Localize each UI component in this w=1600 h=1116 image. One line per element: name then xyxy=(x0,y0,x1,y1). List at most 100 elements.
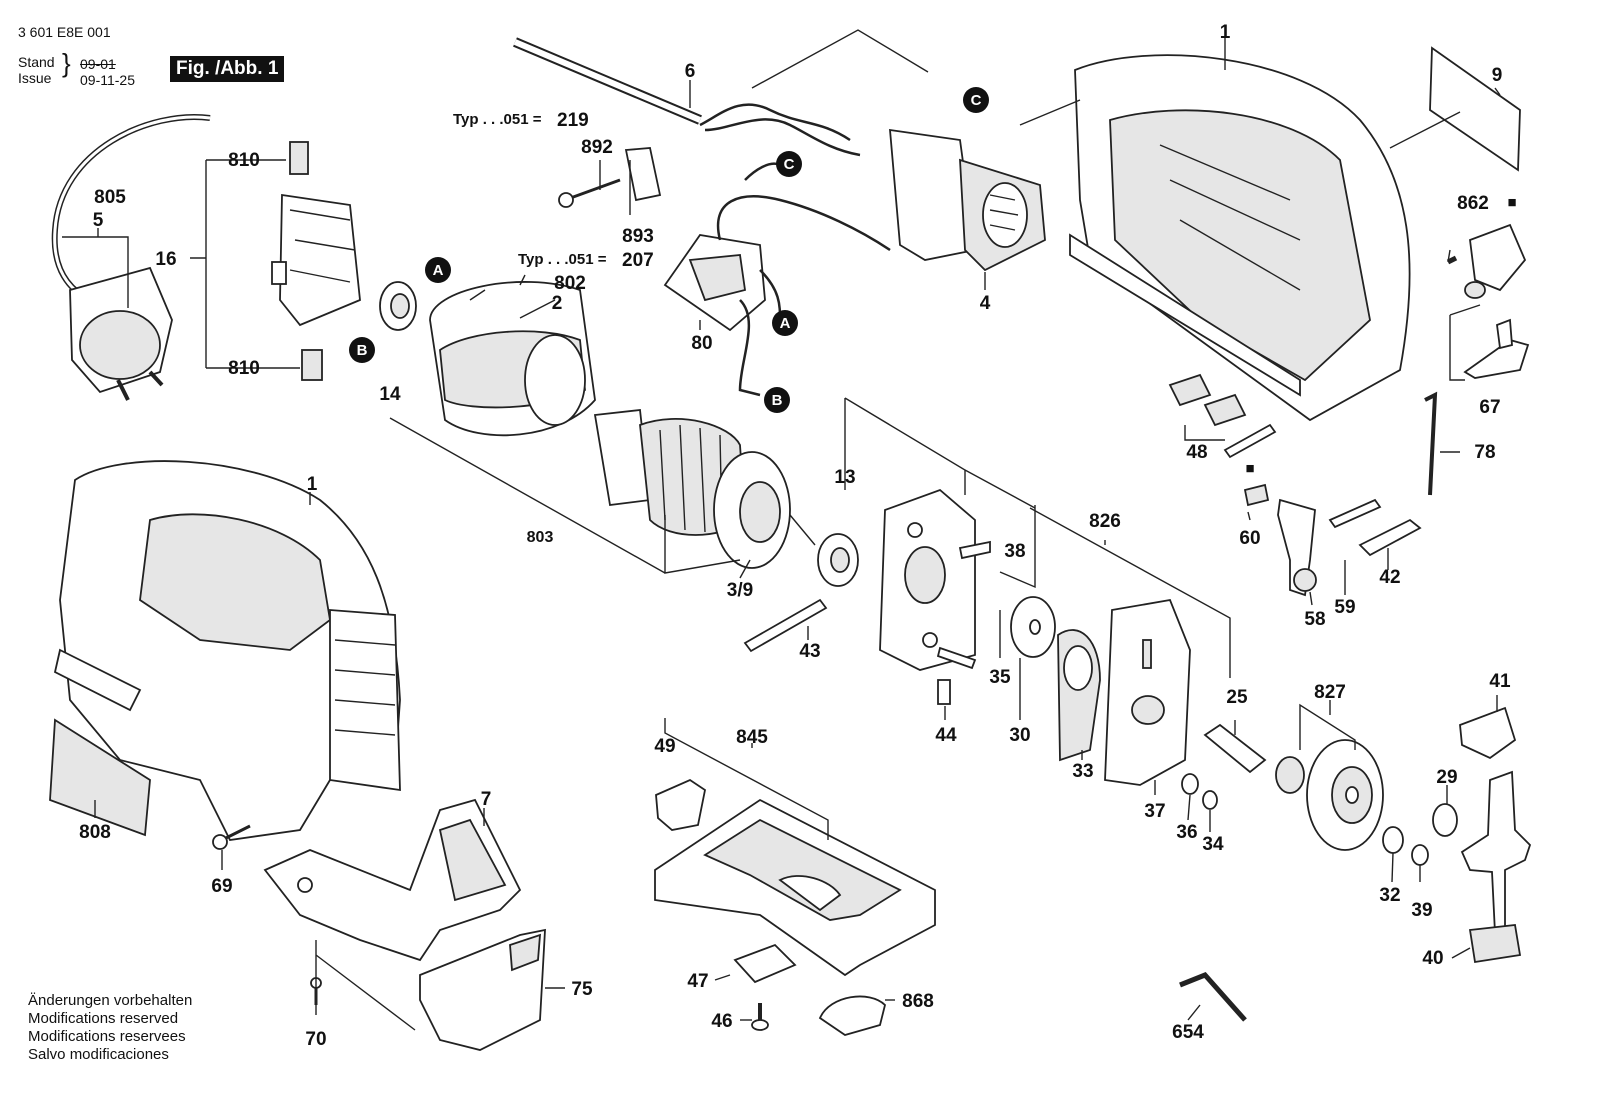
connector-marker-a: A xyxy=(772,310,798,336)
svg-text:C: C xyxy=(784,156,795,173)
part-label: 36 xyxy=(1176,822,1197,843)
part-label: 58 xyxy=(1304,609,1325,630)
pin-44-drawing xyxy=(937,679,951,705)
square-note-symbol: ■ xyxy=(1507,194,1516,211)
shaft-25-drawing xyxy=(1203,723,1267,774)
cable-6-drawing xyxy=(513,37,861,157)
svg-text:B: B xyxy=(357,342,368,359)
bearing-14-drawing xyxy=(379,281,417,331)
pads-48-drawing xyxy=(1168,373,1277,459)
part-label: 826 xyxy=(1089,511,1121,532)
washer-36-drawing xyxy=(1181,773,1199,795)
part-label: 4 xyxy=(980,293,991,314)
clamp-868-drawing xyxy=(818,995,886,1036)
housing-assembly-drawing xyxy=(49,460,401,841)
svg-text:A: A xyxy=(433,262,444,279)
part-label: 7 xyxy=(481,789,492,810)
part-label: 41 xyxy=(1489,671,1511,692)
part-label: 67 xyxy=(1479,397,1500,418)
pin-43-drawing xyxy=(743,598,828,653)
wire-spring-drawing xyxy=(1424,391,1438,496)
bearing-13-drawing xyxy=(817,533,859,587)
part-label: 802 xyxy=(554,273,586,294)
figure-label: Fig. /Abb. 1 xyxy=(170,56,285,82)
footer-note-de: Änderungen vorbehalten xyxy=(28,992,193,1009)
stand-label: Stand xyxy=(18,54,55,70)
support-roller-drawing xyxy=(1243,483,1422,597)
part-label: 1 xyxy=(307,474,318,495)
part-41-drawing xyxy=(1459,706,1517,760)
circlip-34-drawing xyxy=(1202,790,1218,810)
leader-lines xyxy=(62,29,1501,1031)
part-label: 40 xyxy=(1422,948,1443,969)
lever-862-drawing xyxy=(1446,223,1527,299)
part-label: 38 xyxy=(1004,541,1025,562)
document-number: 3 601 E8E 001 xyxy=(18,24,111,40)
svg-text:B: B xyxy=(772,392,783,409)
part-label: 805 xyxy=(94,187,126,208)
connector-marker-a: A xyxy=(425,257,451,283)
stand-date-struck: 09-01 xyxy=(80,56,116,72)
part-label: 654 xyxy=(1172,1022,1204,1043)
part-label: 78 xyxy=(1474,442,1495,463)
part-label: 25 xyxy=(1226,687,1248,708)
connector-marker-c: C xyxy=(776,151,802,177)
part-label: 44 xyxy=(935,725,957,746)
armature-drawing xyxy=(593,409,816,569)
stator-drawing xyxy=(429,274,596,437)
connector-marker-b: B xyxy=(349,337,375,363)
part-label: 827 xyxy=(1314,682,1346,703)
plate-37-drawing xyxy=(1104,598,1191,786)
type-note-207-number: 207 xyxy=(622,250,654,271)
part-label: 5 xyxy=(93,210,104,231)
bearing-plate-drawing xyxy=(879,488,991,671)
part-label: 42 xyxy=(1379,567,1400,588)
part-label: 69 xyxy=(211,876,232,897)
circlip-39-drawing xyxy=(1411,844,1429,866)
part-label: 43 xyxy=(799,641,820,662)
part-label: 893 xyxy=(622,226,654,247)
electronic-module-drawing xyxy=(663,162,891,397)
gear-827-drawing xyxy=(1275,739,1384,851)
part-label: 2 xyxy=(552,293,563,314)
part-label: 75 xyxy=(571,979,593,1000)
part-label: 845 xyxy=(736,727,768,748)
plunger-40-drawing xyxy=(1460,770,1532,964)
type-note-207-text: Typ . . .051 = xyxy=(518,251,607,268)
part-label: 39 xyxy=(1411,900,1432,921)
part-label: 70 xyxy=(305,1029,326,1050)
part-label: 1 xyxy=(1220,22,1231,43)
part-label: 47 xyxy=(687,971,708,992)
switch-drawing xyxy=(889,128,1046,272)
footer-note-es: Salvo modificaciones xyxy=(28,1046,169,1063)
guide-49-drawing xyxy=(655,778,707,831)
part-label: 35 xyxy=(989,667,1011,688)
part-label: 16 xyxy=(155,249,176,270)
square-note-symbol: ■ xyxy=(1245,460,1254,477)
footer-note-en: Modifications reserved xyxy=(28,1010,179,1027)
part-label: 33 xyxy=(1072,761,1093,782)
lever-67-drawing xyxy=(1463,318,1530,379)
part-label: 48 xyxy=(1186,442,1207,463)
base-plate-drawing xyxy=(654,798,936,977)
nameplate-label-drawing xyxy=(1429,46,1521,172)
part-label: 32 xyxy=(1379,885,1400,906)
part-label: 810 xyxy=(228,150,260,171)
roller-29-drawing xyxy=(1432,803,1458,837)
part-label: 3/9 xyxy=(727,580,753,601)
part-label: 808 xyxy=(79,822,111,843)
issue-label: Issue xyxy=(18,70,52,86)
screw-69-drawing xyxy=(212,824,251,850)
cable-clamp-drawing xyxy=(558,147,662,208)
part-label: 868 xyxy=(902,991,934,1012)
part-label: 59 xyxy=(1334,597,1355,618)
part-label: 9 xyxy=(1492,65,1503,86)
connector-marker-b: B xyxy=(764,387,790,413)
part-label: 49 xyxy=(654,736,675,757)
part-label: 34 xyxy=(1202,834,1224,855)
part-label: 13 xyxy=(834,467,855,488)
screw-46-drawing xyxy=(751,1003,769,1031)
part-label: 803 xyxy=(527,529,554,546)
